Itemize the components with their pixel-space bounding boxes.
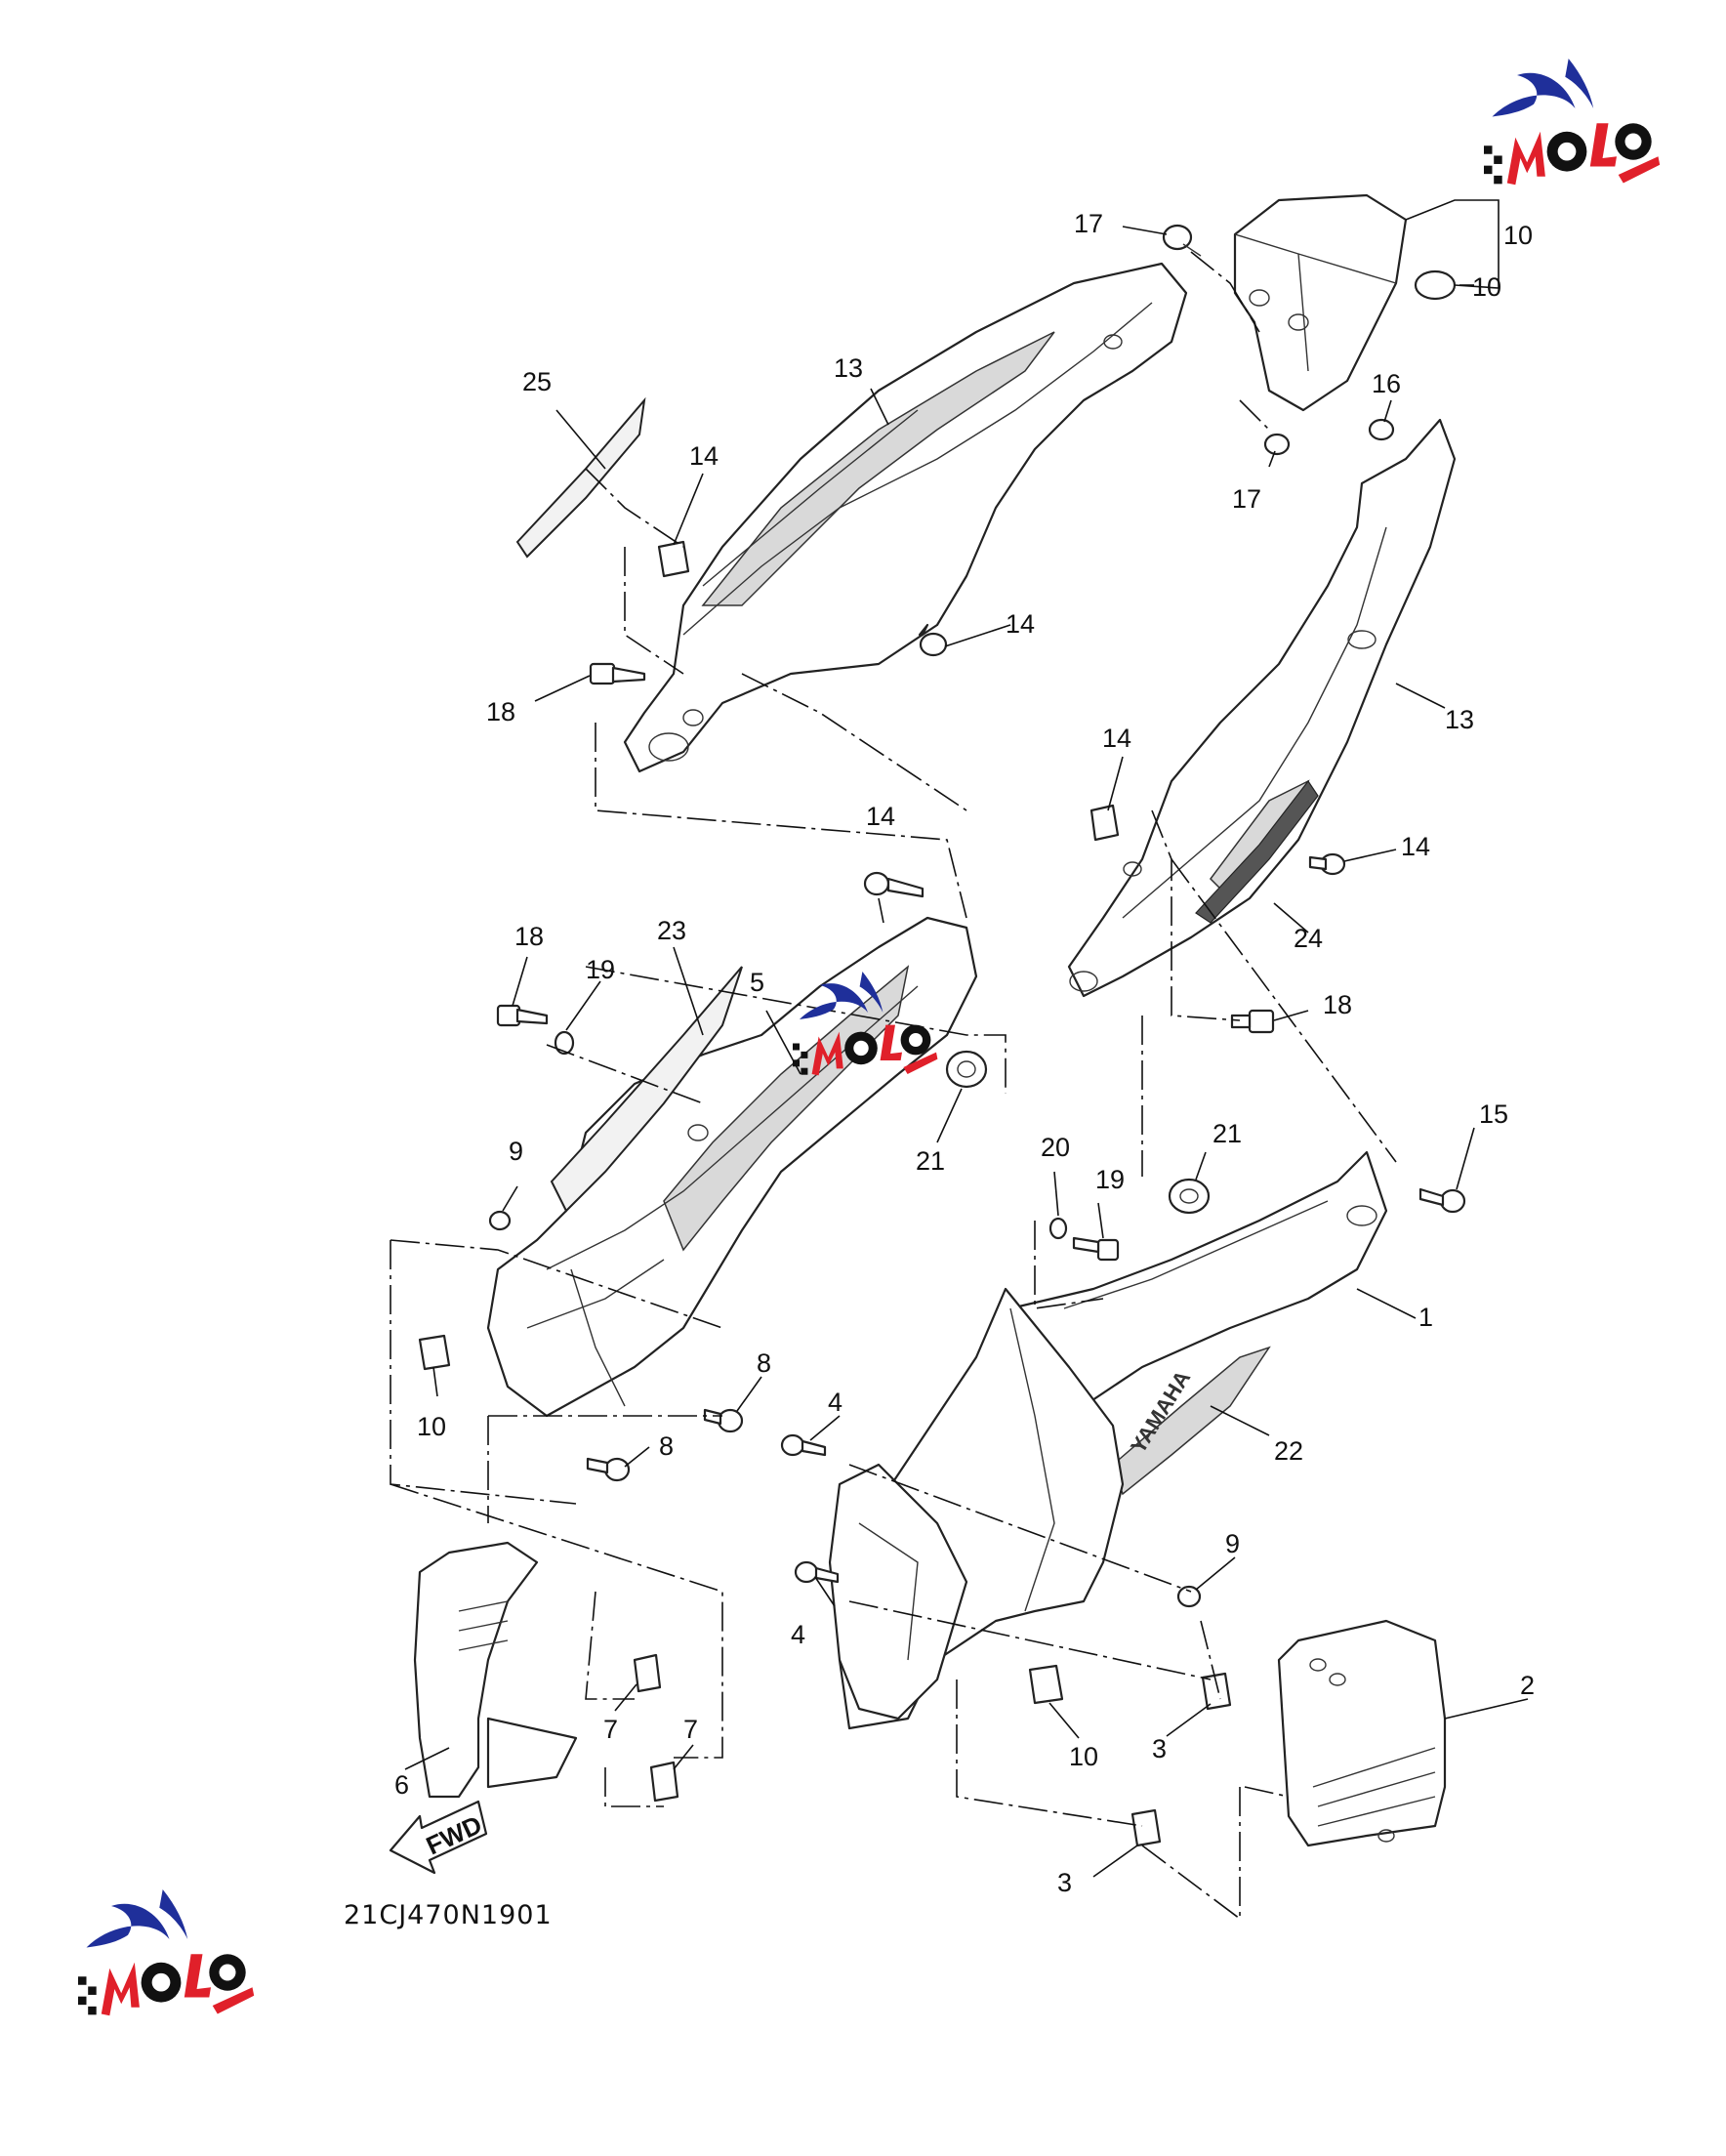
callout-13: 14	[1102, 724, 1131, 753]
callout-25: 25	[522, 367, 552, 396]
fastener-nut-13-left	[657, 540, 690, 578]
fastener-nut-7-a	[633, 1653, 662, 1693]
callout-15: 10	[1503, 221, 1533, 250]
fastener-nut-13-right	[1089, 804, 1120, 842]
callout-19: 19	[1095, 1165, 1125, 1194]
fastener-bolt-18-right	[1230, 1009, 1275, 1034]
fastener-bolt-19-left	[496, 1004, 549, 1027]
part-decal-25	[515, 396, 646, 559]
fastener-clip-9-right	[1176, 1585, 1202, 1608]
fwd-arrow: FWD	[389, 1800, 488, 1875]
part-rear-cover-left	[623, 262, 1188, 773]
callout-21: 21	[916, 1146, 945, 1176]
callout-5: 5	[750, 968, 764, 997]
callout-18: 17	[1074, 209, 1103, 238]
callout-18: 18	[486, 697, 515, 726]
callout-14: 14	[1006, 609, 1035, 639]
callout-20: 19	[586, 955, 615, 984]
callout-13: 14	[689, 441, 719, 471]
callout-21: 21	[1212, 1119, 1242, 1148]
callout-2: 2	[1520, 1671, 1535, 1700]
fastener-screw-14-d	[1418, 1187, 1466, 1214]
fastener-screw-4-b	[794, 1560, 840, 1584]
fastener-nut-10-left	[418, 1334, 451, 1371]
part-side-cover-front	[828, 1287, 1125, 1730]
callout-17: 16	[1372, 369, 1401, 398]
callout-9: 9	[1225, 1529, 1240, 1558]
callout-7: 7	[603, 1715, 618, 1744]
fastener-nut-3-b	[1130, 1808, 1162, 1847]
fastener-grommet-21-left	[945, 1050, 988, 1089]
callout-19: 18	[514, 922, 544, 951]
callout-22: 22	[1274, 1436, 1303, 1466]
callout-18: 18	[1323, 990, 1352, 1019]
callout-17: 17	[1232, 484, 1261, 514]
fastener-clip-17-a	[1368, 418, 1395, 441]
callout-3: 3	[1057, 1868, 1072, 1897]
part-cover-plate-left	[413, 1541, 578, 1799]
fastener-nut-10-right	[1028, 1664, 1064, 1705]
callout-12: 13	[834, 353, 863, 383]
fastener-nut-3-a	[1201, 1672, 1232, 1711]
fastener-bolt-18-left	[589, 662, 646, 685]
fastener-clip-17-b	[1263, 433, 1291, 456]
part-rear-cover-right	[1067, 418, 1457, 998]
callout-8: 8	[659, 1431, 674, 1461]
fastener-nut-7-b	[649, 1761, 679, 1803]
callout-14: 14	[1401, 832, 1430, 861]
callout-4: 4	[828, 1388, 842, 1417]
callout-14: 15	[1479, 1099, 1508, 1129]
fastener-clip-9-left	[488, 1210, 512, 1231]
callout-9: 9	[509, 1137, 523, 1166]
callout-8: 8	[757, 1348, 771, 1378]
callout-6: 6	[394, 1770, 409, 1800]
watermark-logo-bottom	[78, 1889, 255, 2016]
leader-lines	[404, 199, 1529, 1878]
callout-labels: 17 10 10 16 17 13 25 14 14 18 13 14 14 1…	[394, 209, 1535, 1897]
callout-10: 10	[417, 1412, 446, 1441]
fastener-grommet-21-right	[1168, 1178, 1211, 1215]
callout-14: 14	[866, 802, 895, 831]
watermark-logo-top	[1484, 59, 1661, 186]
callout-4: 4	[791, 1620, 805, 1649]
callout-1: 1	[1418, 1303, 1433, 1332]
fastener-screw-8-b	[586, 1457, 631, 1482]
part-decal-23	[550, 966, 743, 1213]
callout-23: 23	[657, 916, 686, 945]
callout-3: 3	[1152, 1734, 1167, 1763]
fastener-bolt-18-top	[1162, 224, 1202, 257]
fastener-bolt-19-right	[1072, 1236, 1120, 1262]
diagram-code: 21CJ470N1901	[344, 1900, 553, 1930]
fastener-screw-8-a	[703, 1408, 744, 1433]
callout-10: 10	[1069, 1742, 1098, 1771]
fastener-washer-20-left	[554, 1030, 575, 1056]
fastener-washer-20-right	[1048, 1217, 1068, 1240]
callout-16: 10	[1472, 272, 1501, 302]
assembly-lines	[390, 251, 1397, 1921]
fastener-screw-14-b	[863, 871, 925, 898]
part-cover-plate-right	[1277, 1619, 1447, 1847]
callout-7: 7	[683, 1715, 698, 1744]
callout-20: 20	[1041, 1133, 1070, 1162]
callout-11: 13	[1445, 705, 1474, 734]
fastener-screw-4-a	[780, 1433, 827, 1457]
callout-24: 24	[1294, 924, 1323, 953]
part-decal-24	[1195, 779, 1319, 924]
part-grommet-plug	[1414, 270, 1457, 301]
part-tail-cap	[1233, 193, 1408, 412]
fastener-screw-14-c	[1308, 852, 1346, 876]
fastener-screw-14-a	[918, 623, 948, 657]
